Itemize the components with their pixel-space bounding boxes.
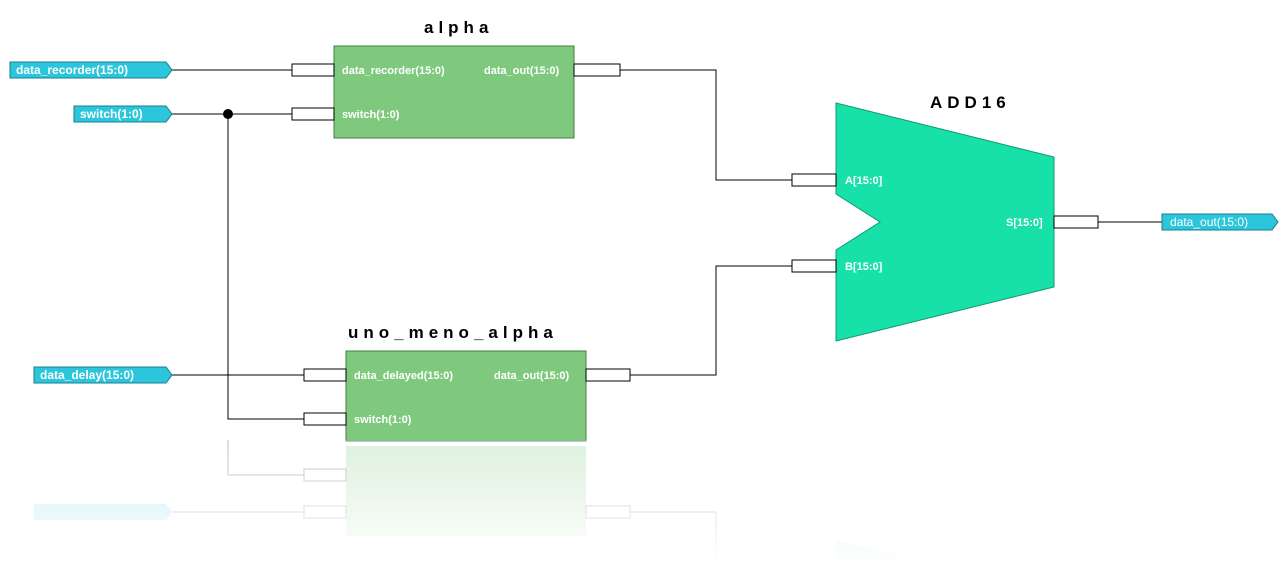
block-title: uno_meno_alpha bbox=[348, 323, 558, 342]
pin-label-data-delayed: data_delayed(15:0) bbox=[354, 370, 453, 382]
pin-label-data-out: data_out(15:0) bbox=[494, 370, 570, 382]
input-port-data-recorder[interactable]: data_recorder(15:0) bbox=[9, 61, 173, 79]
wire-uno-to-b bbox=[630, 265, 792, 376]
pin-stub bbox=[303, 368, 347, 382]
junction-dot bbox=[223, 109, 233, 119]
block-title: alpha bbox=[424, 18, 493, 37]
port-label: data_out(15:0) bbox=[1170, 215, 1248, 229]
input-port-switch[interactable]: switch(1:0) bbox=[73, 105, 173, 123]
port-label: data_recorder(15:0) bbox=[16, 63, 128, 77]
pin-stub bbox=[791, 173, 837, 187]
pin-stub bbox=[1053, 215, 1099, 229]
pin-stub bbox=[791, 259, 837, 273]
reflection-fade bbox=[0, 440, 1282, 565]
pin-stub bbox=[291, 107, 335, 121]
pin-label-b: B[15:0] bbox=[845, 261, 883, 273]
pin-label-switch: switch(1:0) bbox=[342, 109, 400, 121]
port-label: switch(1:0) bbox=[80, 107, 143, 121]
block-uno-meno-alpha[interactable]: uno_meno_alpha data_delayed(15:0) data_o… bbox=[303, 323, 631, 442]
block-alpha[interactable]: alpha data_recorder(15:0) data_out(15:0)… bbox=[291, 18, 621, 139]
pin-label-s: S[15:0] bbox=[1006, 217, 1043, 229]
pin-label-switch: switch(1:0) bbox=[354, 414, 412, 426]
wire-switch-branch bbox=[227, 114, 304, 420]
pin-label-a: A[15:0] bbox=[845, 175, 883, 187]
block-add16[interactable]: ADD16 A[15:0] B[15:0] S[15:0] bbox=[791, 93, 1099, 342]
pin-label-data-recorder: data_recorder(15:0) bbox=[342, 65, 445, 77]
output-port-data-out[interactable]: data_out(15:0) bbox=[1161, 213, 1279, 231]
wires bbox=[172, 69, 1162, 420]
pin-stub bbox=[303, 412, 347, 426]
pin-stub bbox=[291, 63, 335, 77]
input-port-data-delay[interactable]: data_delay(15:0) bbox=[33, 366, 173, 384]
block-title: ADD16 bbox=[930, 93, 1011, 112]
wire-alpha-to-a bbox=[620, 69, 792, 181]
pin-label-data-out: data_out(15:0) bbox=[484, 65, 560, 77]
port-label: data_delay(15:0) bbox=[40, 368, 134, 382]
pin-stub bbox=[573, 63, 621, 77]
pin-stub bbox=[585, 368, 631, 382]
